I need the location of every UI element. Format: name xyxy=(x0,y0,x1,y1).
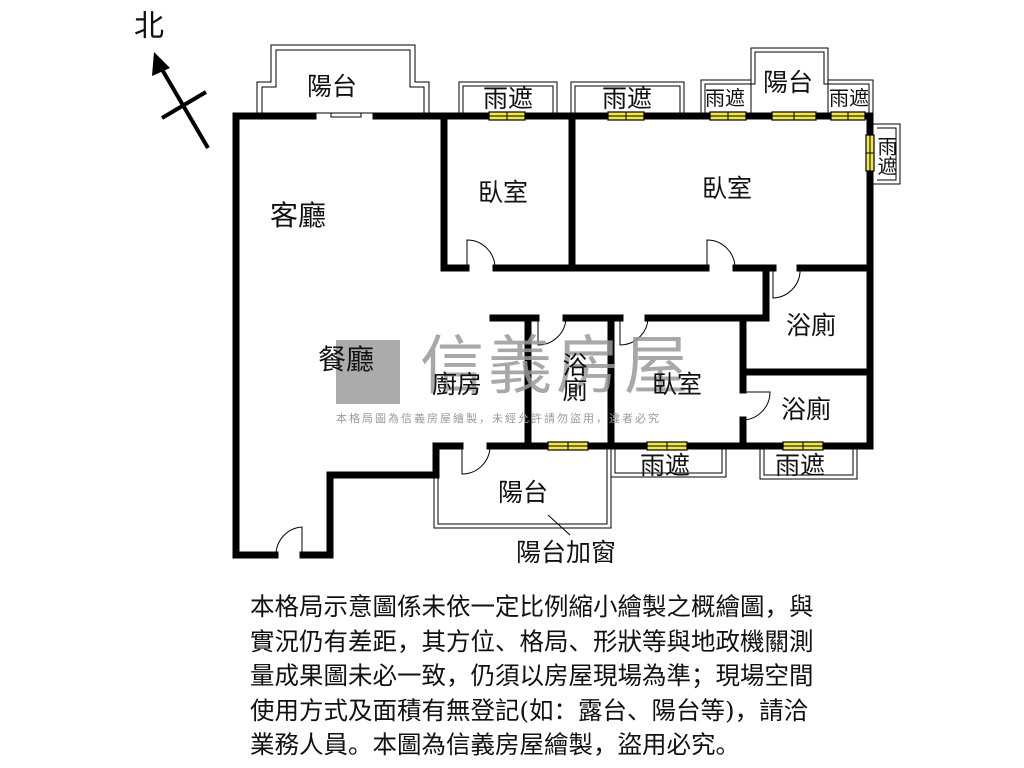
balcony-window-note: 陽台加窗 xyxy=(516,538,617,567)
canopy-bottom-1-label: 雨遮 xyxy=(640,451,691,480)
kitchen-label: 廚房 xyxy=(432,370,483,399)
bathroom-right-upper-label: 浴廁 xyxy=(786,311,837,340)
canopy-top-4-label: 雨遮 xyxy=(829,86,869,110)
bedroom-2-label: 臥室 xyxy=(702,174,753,203)
balcony-top-left-label: 陽台 xyxy=(307,72,358,101)
north-label: 北 xyxy=(134,9,164,44)
canopy-bottom-2-label: 雨遮 xyxy=(775,451,826,480)
window-mullions xyxy=(489,112,874,450)
canopy-top-1-label: 雨遮 xyxy=(483,84,534,113)
canopy-top-2-label: 雨遮 xyxy=(602,84,653,113)
north-arrow-icon xyxy=(152,52,210,150)
disclaimer-line: 業務人員。本圖為信義房屋繪製，盜用必究。 xyxy=(250,730,740,759)
watermark-notice: 本格局圖為信義房屋繪製，未經允許請勿盜用，違者必究 xyxy=(336,412,661,425)
dining-room-label: 餐廳 xyxy=(318,343,375,376)
balcony-top-right-label: 陽台 xyxy=(763,68,814,97)
disclaimer-text: 本格局示意圖係未依一定比例縮小繪製之概繪圖，與 實況仍有差距，其方位、格局、形狀… xyxy=(250,590,900,763)
bathroom-center-label: 浴廁 xyxy=(559,352,588,402)
disclaimer-line: 使用方式及面積有無登記(如：露台、陽台等)，請洽 xyxy=(250,695,809,725)
canopy-top-3-label: 雨遮 xyxy=(705,86,745,110)
bathroom-right-lower-label: 浴廁 xyxy=(781,395,832,424)
doors xyxy=(275,239,801,556)
brand-logo xyxy=(336,340,400,404)
bedroom-1-label: 臥室 xyxy=(478,178,529,207)
disclaimer-line: 本格局示意圖係未依一定比例縮小繪製之概繪圖，與 xyxy=(250,592,814,621)
living-room-label: 客廳 xyxy=(270,199,327,232)
disclaimer-line: 實況仍有差距，其方位、格局、形狀等與地政機關測 xyxy=(250,626,814,656)
bedroom-3-label: 臥室 xyxy=(652,370,703,399)
disclaimer-line: 量成果圖未必一致，仍須以房屋現場為準；現場空間 xyxy=(250,661,814,690)
sliding-door xyxy=(316,112,376,118)
watermark-brand: 信義房屋 xyxy=(420,330,692,404)
canopy-right-label: 雨遮 xyxy=(874,136,898,176)
balcony-bottom-label: 陽台 xyxy=(498,478,549,507)
